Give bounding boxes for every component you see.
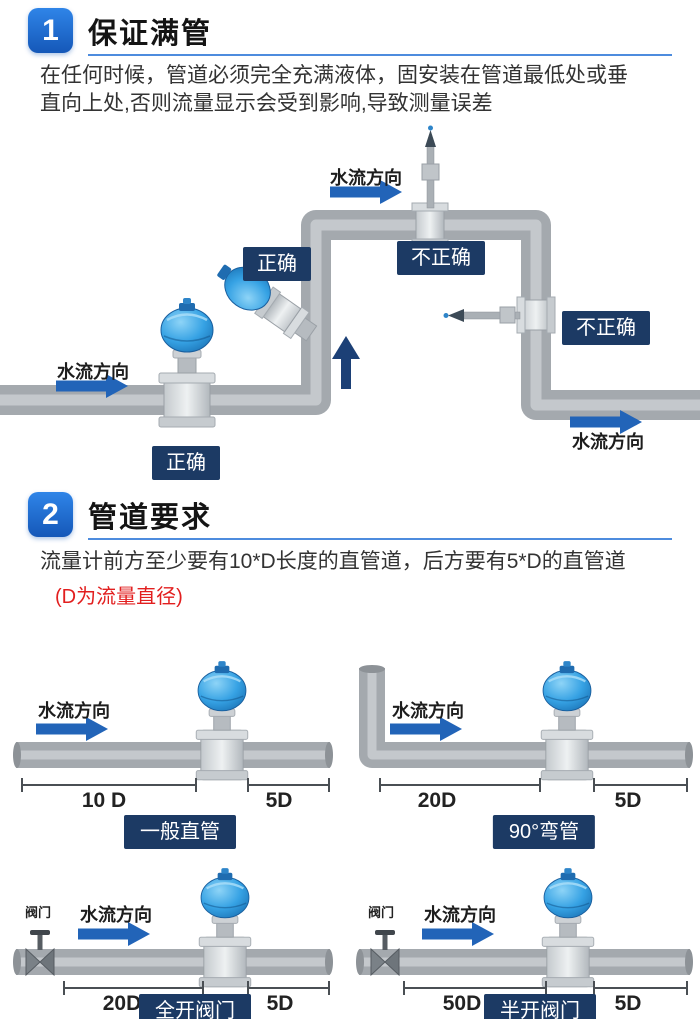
subdiagram-half-valve xyxy=(356,867,693,988)
dim-back-open-valve: 5D xyxy=(266,992,294,1015)
caption-half-valve: 半开阀门 xyxy=(484,994,596,1019)
incorrect-tag-side: 不正确 xyxy=(562,311,650,345)
valve-label-half: 阀门 xyxy=(368,905,395,920)
caption-straight-pipe: 一般直管 xyxy=(124,815,236,849)
dim-front-half-valve: 50D xyxy=(442,992,482,1015)
up-flow-arrow xyxy=(332,336,360,389)
subdiagram-elbow-pipe xyxy=(359,660,693,781)
section1-number-badge: 1 xyxy=(28,8,73,53)
dimension-lines xyxy=(21,778,688,995)
flowmeter-horizontal-correct xyxy=(157,296,217,429)
section1-title-underline xyxy=(88,54,672,56)
probe-meter-top-incorrect xyxy=(411,125,449,248)
section1-title: 保证满管 xyxy=(88,17,213,50)
diameter-note: (D为流量直径) xyxy=(55,586,183,608)
section1-description: 在任何时候，管道必须完全充满液体，固安装在管道最低处或垂直向上处,否则流量显示会… xyxy=(40,64,628,115)
subdiagram-straight-pipe xyxy=(13,660,333,781)
flow-label-elbow: 水流方向 xyxy=(392,701,464,721)
dim-front-elbow: 20D xyxy=(417,789,457,812)
correct-tag-bottom: 正确 xyxy=(152,446,220,480)
section2-description: 流量计前方至少要有10*D长度的直管道，后方要有5*D的直管道 xyxy=(40,550,626,573)
dim-back-straight: 5D xyxy=(265,789,293,812)
valve-label-open: 阀门 xyxy=(25,905,52,920)
flow-direction-label-left: 水流方向 xyxy=(57,362,129,382)
flow-label-open-valve: 水流方向 xyxy=(80,905,152,925)
subdiagram-open-valve xyxy=(13,867,333,988)
section2-title-underline xyxy=(88,538,672,540)
section2-title: 管道要求 xyxy=(88,501,213,534)
caption-elbow-pipe: 90°弯管 xyxy=(492,815,596,849)
incorrect-tag-top: 不正确 xyxy=(397,241,485,275)
caption-open-valve: 全开阀门 xyxy=(139,994,251,1019)
flow-direction-label-right: 水流方向 xyxy=(572,432,644,452)
flow-label-half-valve: 水流方向 xyxy=(424,905,496,925)
flow-label-straight: 水流方向 xyxy=(38,701,110,721)
flow-direction-label-top: 水流方向 xyxy=(330,168,402,188)
section2-number-badge: 2 xyxy=(28,492,73,537)
dim-back-elbow: 5D xyxy=(614,789,642,812)
dim-front-open-valve: 20D xyxy=(102,992,142,1015)
dim-back-half-valve: 5D xyxy=(614,992,642,1015)
dim-front-straight: 10 D xyxy=(81,789,127,812)
flowmeter-riser-correct xyxy=(217,264,318,342)
probe-meter-side-incorrect xyxy=(443,296,556,334)
correct-tag-riser: 正确 xyxy=(243,247,311,281)
